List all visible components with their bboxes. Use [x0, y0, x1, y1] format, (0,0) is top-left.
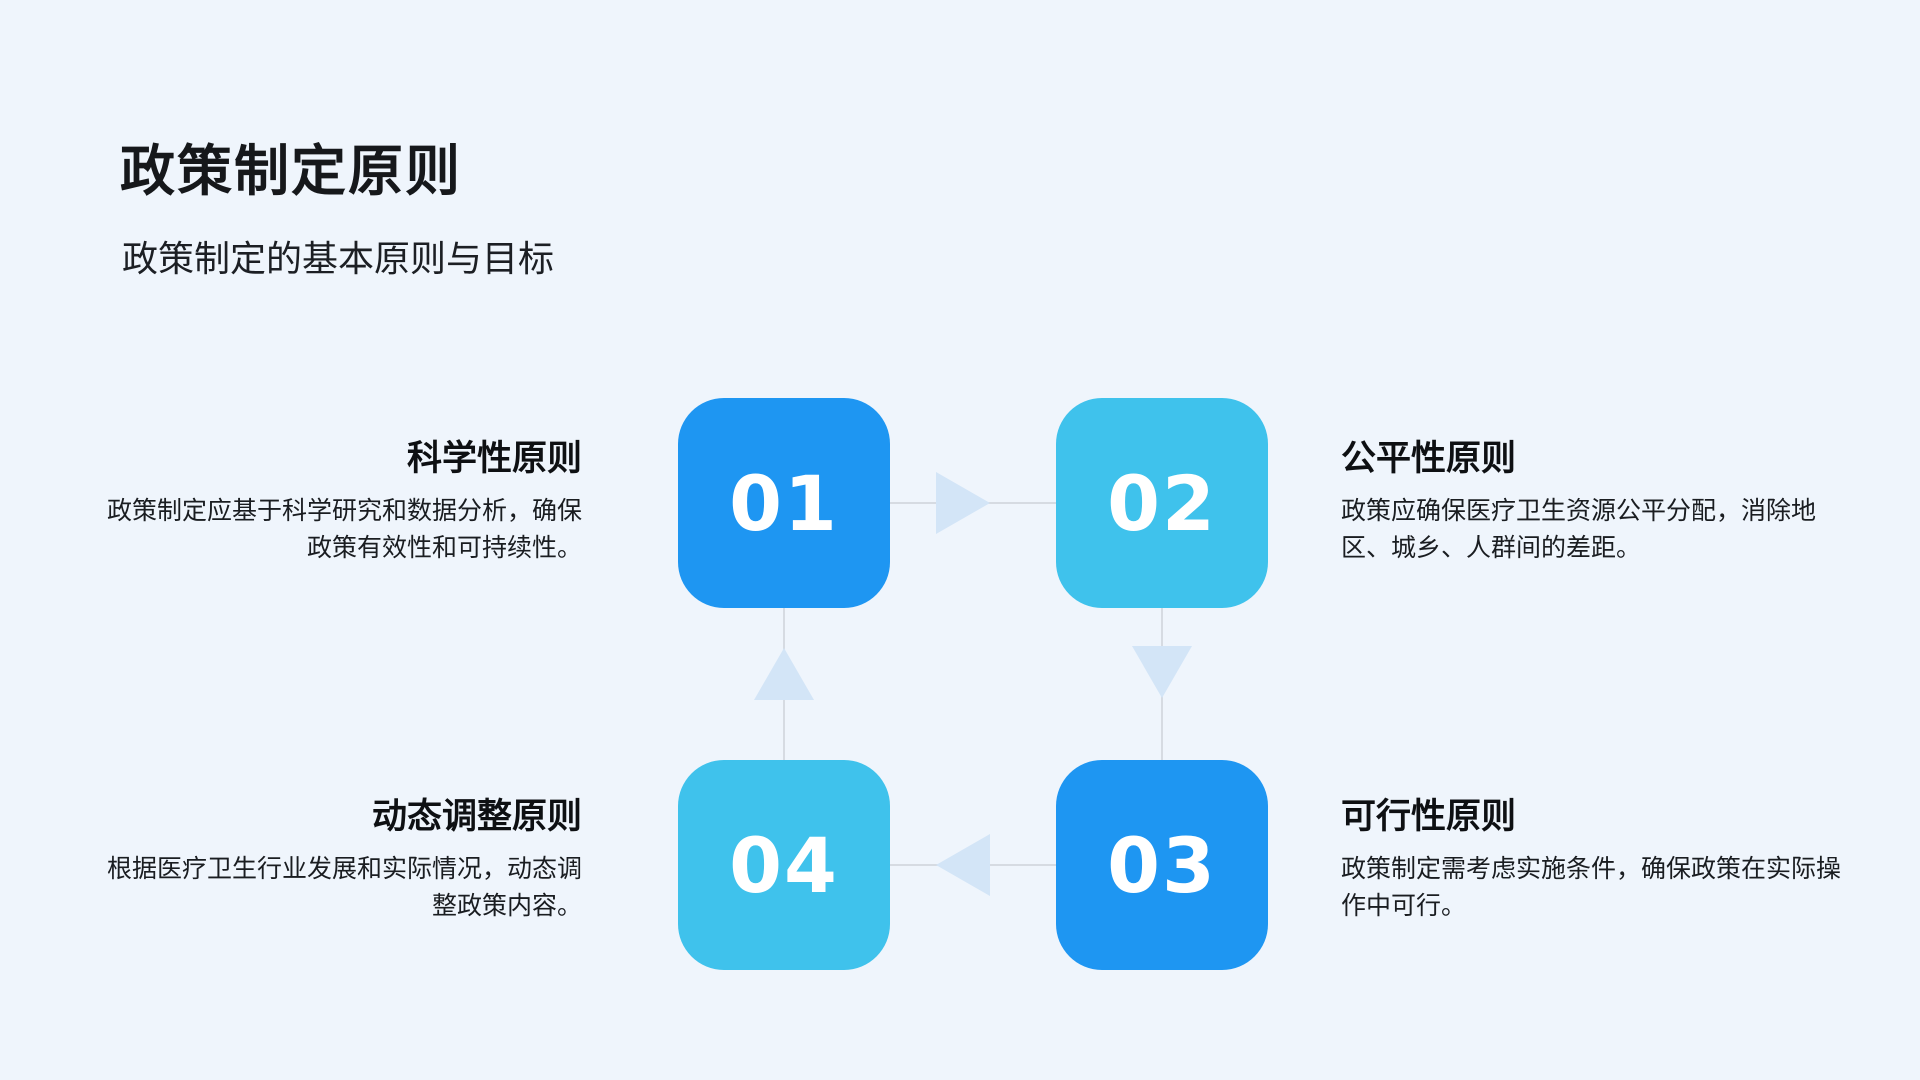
arrow-up-icon: [754, 648, 814, 700]
step-04-text: 动态调整原则 根据医疗卫生行业发展和实际情况，动态调整政策内容。: [90, 796, 582, 925]
page-subtitle: 政策制定的基本原则与目标: [122, 238, 555, 279]
step-01-title: 科学性原则: [406, 439, 582, 478]
step-03-title: 可行性原则: [1341, 797, 1517, 836]
step-02-text: 公平性原则 政策应确保医疗卫生资源公平分配，消除地区、城乡、人群间的差距。: [1341, 438, 1841, 567]
step-02-box: 02: [1056, 398, 1268, 608]
page-title: 政策制定原则: [120, 140, 463, 202]
step-04-title: 动态调整原则: [371, 797, 582, 836]
arrow-down-icon: [1132, 646, 1192, 698]
step-04-number: 04: [729, 820, 839, 910]
step-04-description: 根据医疗卫生行业发展和实际情况，动态调整政策内容。: [106, 855, 582, 920]
step-02-number: 02: [1107, 458, 1217, 548]
step-01-box: 01: [678, 398, 890, 608]
step-03-number: 03: [1107, 820, 1217, 910]
step-01-text: 科学性原则 政策制定应基于科学研究和数据分析，确保政策有效性和可持续性。: [90, 438, 582, 567]
arrow-right-icon: [936, 472, 990, 534]
step-03-box: 03: [1056, 760, 1268, 970]
arrow-left-icon: [936, 834, 990, 896]
step-01-description: 政策制定应基于科学研究和数据分析，确保政策有效性和可持续性。: [106, 497, 582, 562]
step-01-number: 01: [729, 458, 839, 548]
step-02-description: 政策应确保医疗卫生资源公平分配，消除地区、城乡、人群间的差距。: [1341, 497, 1817, 562]
step-02-title: 公平性原则: [1341, 439, 1517, 478]
step-04-box: 04: [678, 760, 890, 970]
step-03-text: 可行性原则 政策制定需考虑实施条件，确保政策在实际操作中可行。: [1341, 796, 1841, 925]
step-03-description: 政策制定需考虑实施条件，确保政策在实际操作中可行。: [1341, 855, 1842, 920]
